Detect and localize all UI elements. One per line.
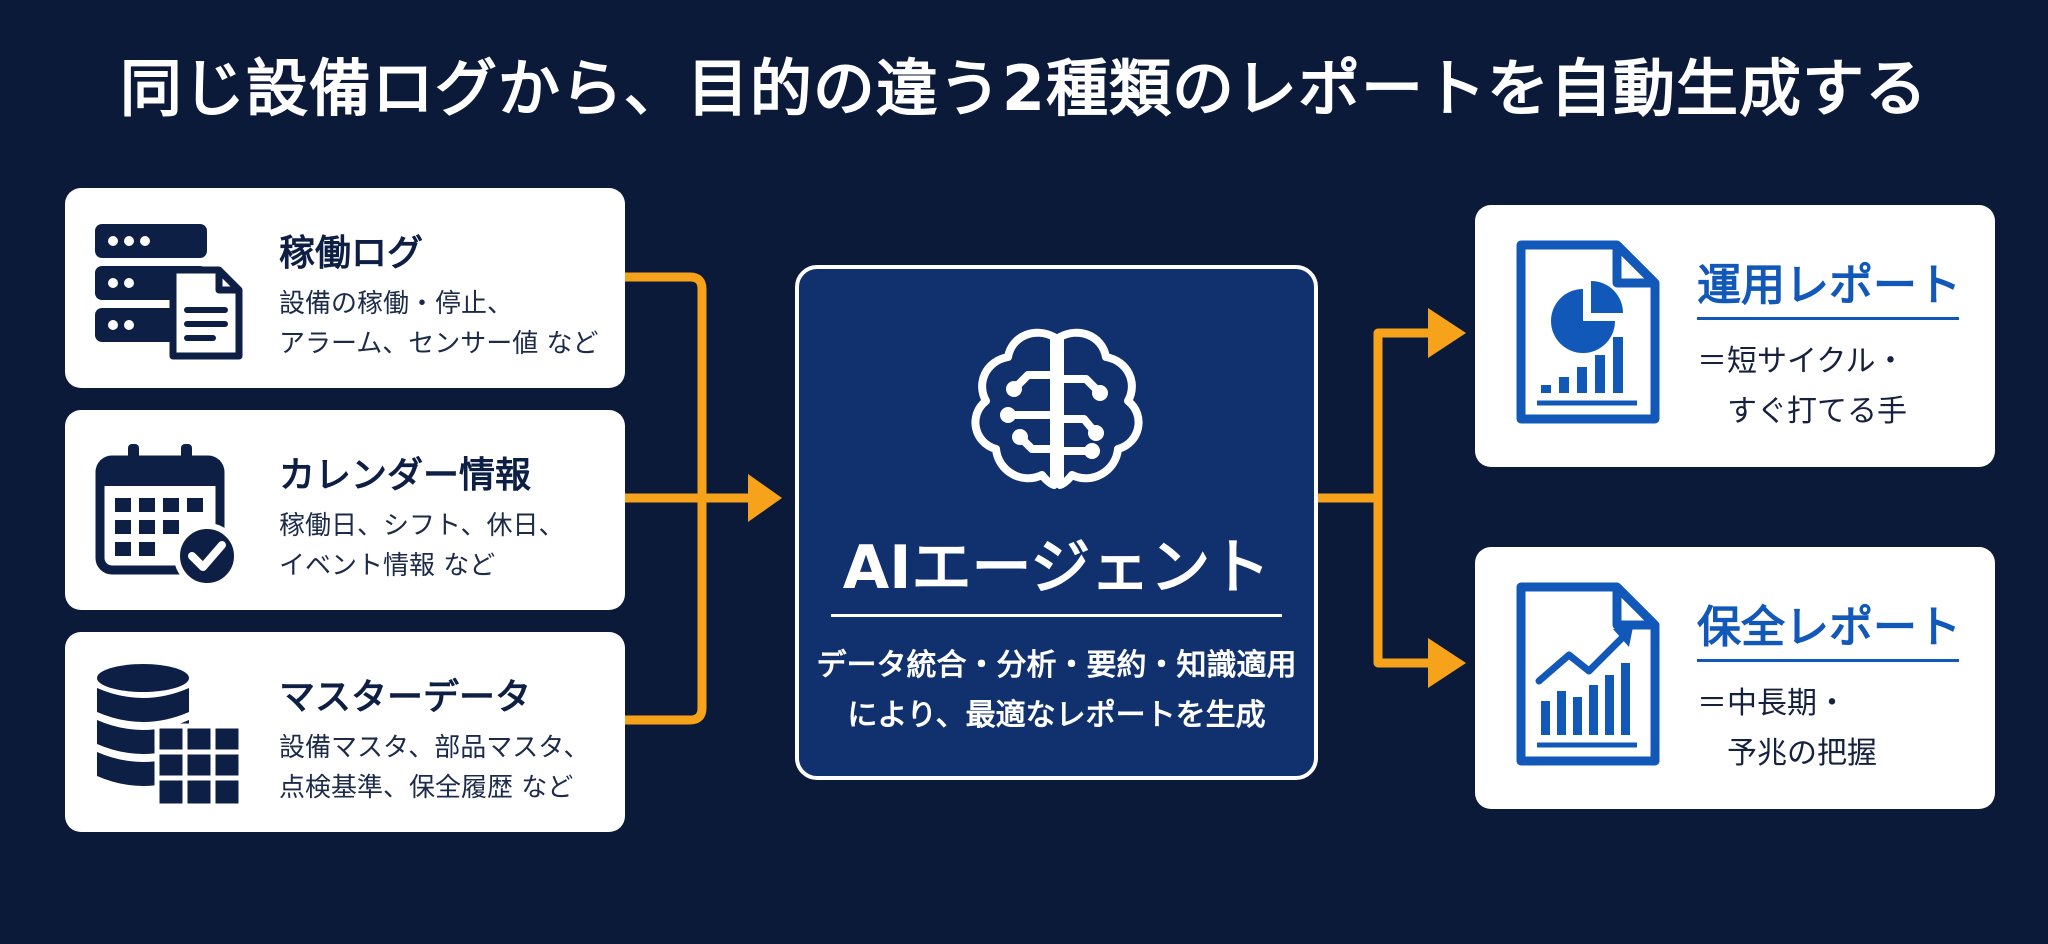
arrow-head-to-agent bbox=[748, 474, 782, 522]
output-card-operation-report: 運用レポート ＝短サイクル・ すぐ打てる手 bbox=[1475, 205, 1995, 467]
input-desc-calendar: 稼働日、シフト、休日、 イベント情報 など bbox=[279, 511, 565, 581]
arrow-head-to-ops-report bbox=[1428, 308, 1466, 358]
calendar-check-icon bbox=[95, 444, 240, 588]
output-title-maintenance-report: 保全レポート bbox=[1697, 602, 1961, 653]
input-desc-operation-log: 設備の稼働・停止、 アラーム、センサー値 など bbox=[279, 289, 599, 359]
brain-circuit-icon bbox=[971, 328, 1143, 489]
input-card-master-data: マスターデータ 設備マスタ、部品マスタ、 点検基準、保全履歴 など bbox=[65, 632, 625, 832]
input-title-master-data: マスターデータ bbox=[279, 677, 532, 718]
pie-chart-report-icon bbox=[1516, 240, 1660, 424]
output-title-operation-report: 運用レポート bbox=[1697, 260, 1961, 311]
ai-agent-box: AIエージェント データ統合・分析・要約・知識適用 により、最適なレポートを生成 bbox=[795, 265, 1318, 780]
output-divider-maintenance-report bbox=[1697, 659, 1959, 662]
ai-agent-divider bbox=[831, 614, 1282, 617]
arrow-head-to-maint-report bbox=[1428, 638, 1466, 688]
output-card-maintenance-report: 保全レポート ＝中長期・ 予兆の把握 bbox=[1475, 547, 1995, 809]
input-desc-master-data: 設備マスタ、部品マスタ、 点検基準、保全履歴 など bbox=[279, 733, 590, 803]
input-title-operation-log: 稼働ログ bbox=[279, 233, 424, 274]
input-title-calendar: カレンダー情報 bbox=[279, 455, 532, 496]
server-document-icon bbox=[95, 224, 243, 360]
output-divider-operation-report bbox=[1697, 317, 1959, 320]
trend-chart-report-icon bbox=[1516, 582, 1660, 766]
output-desc-maintenance-report: ＝中長期・ 予兆の把握 bbox=[1697, 686, 1877, 771]
database-table-icon bbox=[97, 664, 244, 809]
connector-line-agent-output bbox=[1318, 328, 1432, 668]
page-title: 同じ設備ログから、目的の違う2種類のレポートを自動生成する bbox=[119, 52, 1929, 125]
output-desc-operation-report: ＝短サイクル・ すぐ打てる手 bbox=[1697, 344, 1907, 429]
input-card-operation-log: 稼働ログ 設備の稼働・停止、 アラーム、センサー値 など bbox=[65, 188, 625, 388]
ai-agent-title: AIエージェント bbox=[842, 533, 1271, 603]
input-card-calendar: カレンダー情報 稼働日、シフト、休日、 イベント情報 など bbox=[65, 410, 625, 610]
ai-agent-desc: データ統合・分析・要約・知識適用 により、最適なレポートを生成 bbox=[816, 648, 1297, 733]
